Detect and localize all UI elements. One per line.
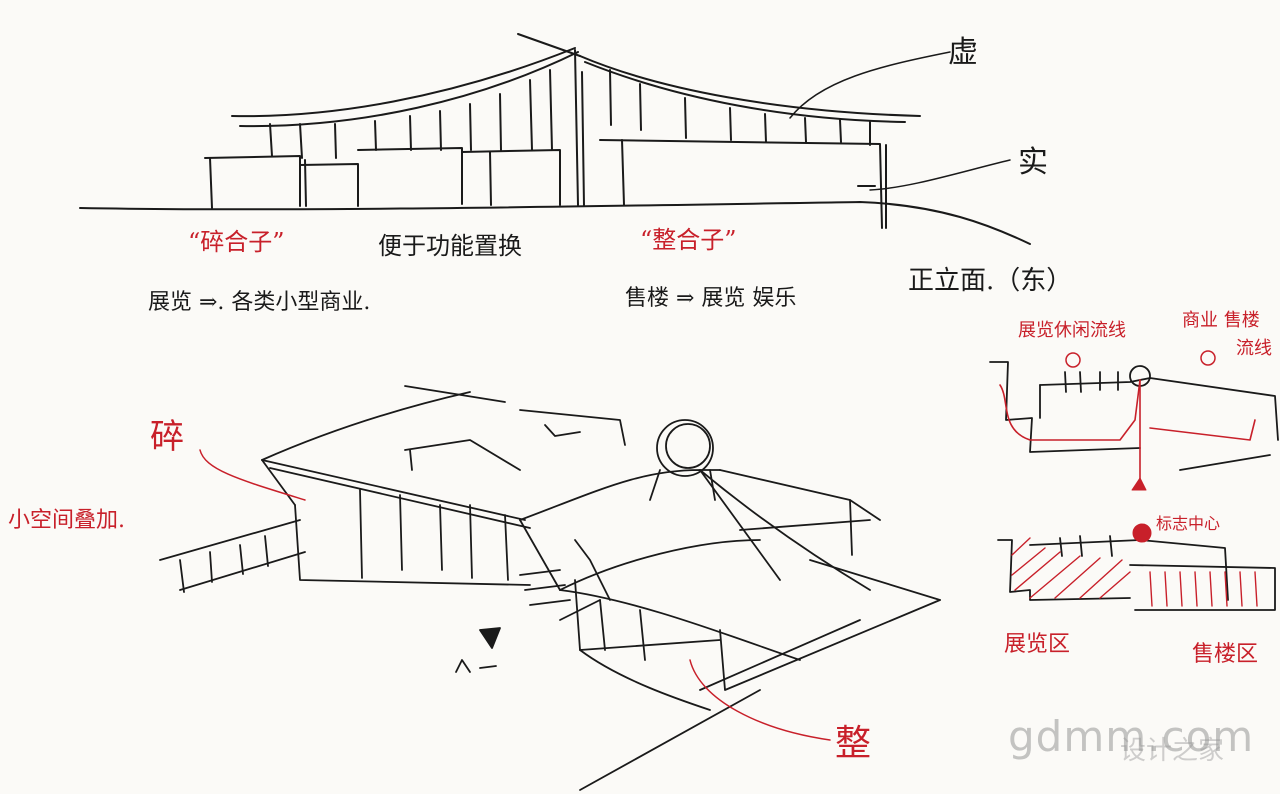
label-flow-commerce-2: 流线	[1236, 338, 1272, 359]
axonometric-drawing	[159, 385, 941, 791]
label-whole: 整	[835, 723, 872, 764]
label-flow-exhibit: 展览休闲流线	[1018, 320, 1126, 341]
label-void: 虚	[948, 35, 978, 70]
label-sales-exhibit: 售楼 ⇒ 展览 娱乐	[625, 286, 797, 311]
label-fragmented: “碎合子”	[188, 228, 285, 256]
label-zone-exhibit: 展览区	[1004, 632, 1071, 657]
label-space-stack: 小空间叠加.	[8, 508, 125, 533]
watermark: gdmm.com	[1008, 712, 1255, 761]
label-flow-commerce-1: 商业 售楼	[1182, 310, 1260, 331]
label-east-elevation: 正立面.（东）	[908, 266, 1073, 296]
watermark-cn: 设计之家	[1120, 736, 1225, 766]
label-convenient: 便于功能置换	[378, 232, 522, 260]
label-exhibit-commerce: 展览 ⇒. 各类小型商业.	[148, 290, 371, 315]
label-solid: 实	[1018, 145, 1048, 180]
label-integrated: “整合子”	[640, 226, 737, 254]
label-landmark: 标志中心	[1156, 514, 1221, 533]
label-zone-sales: 售楼区	[1192, 642, 1259, 667]
elevation-drawing	[79, 33, 1031, 245]
plan-flow-diagram	[989, 350, 1279, 611]
label-fragment: 碎	[150, 417, 184, 457]
